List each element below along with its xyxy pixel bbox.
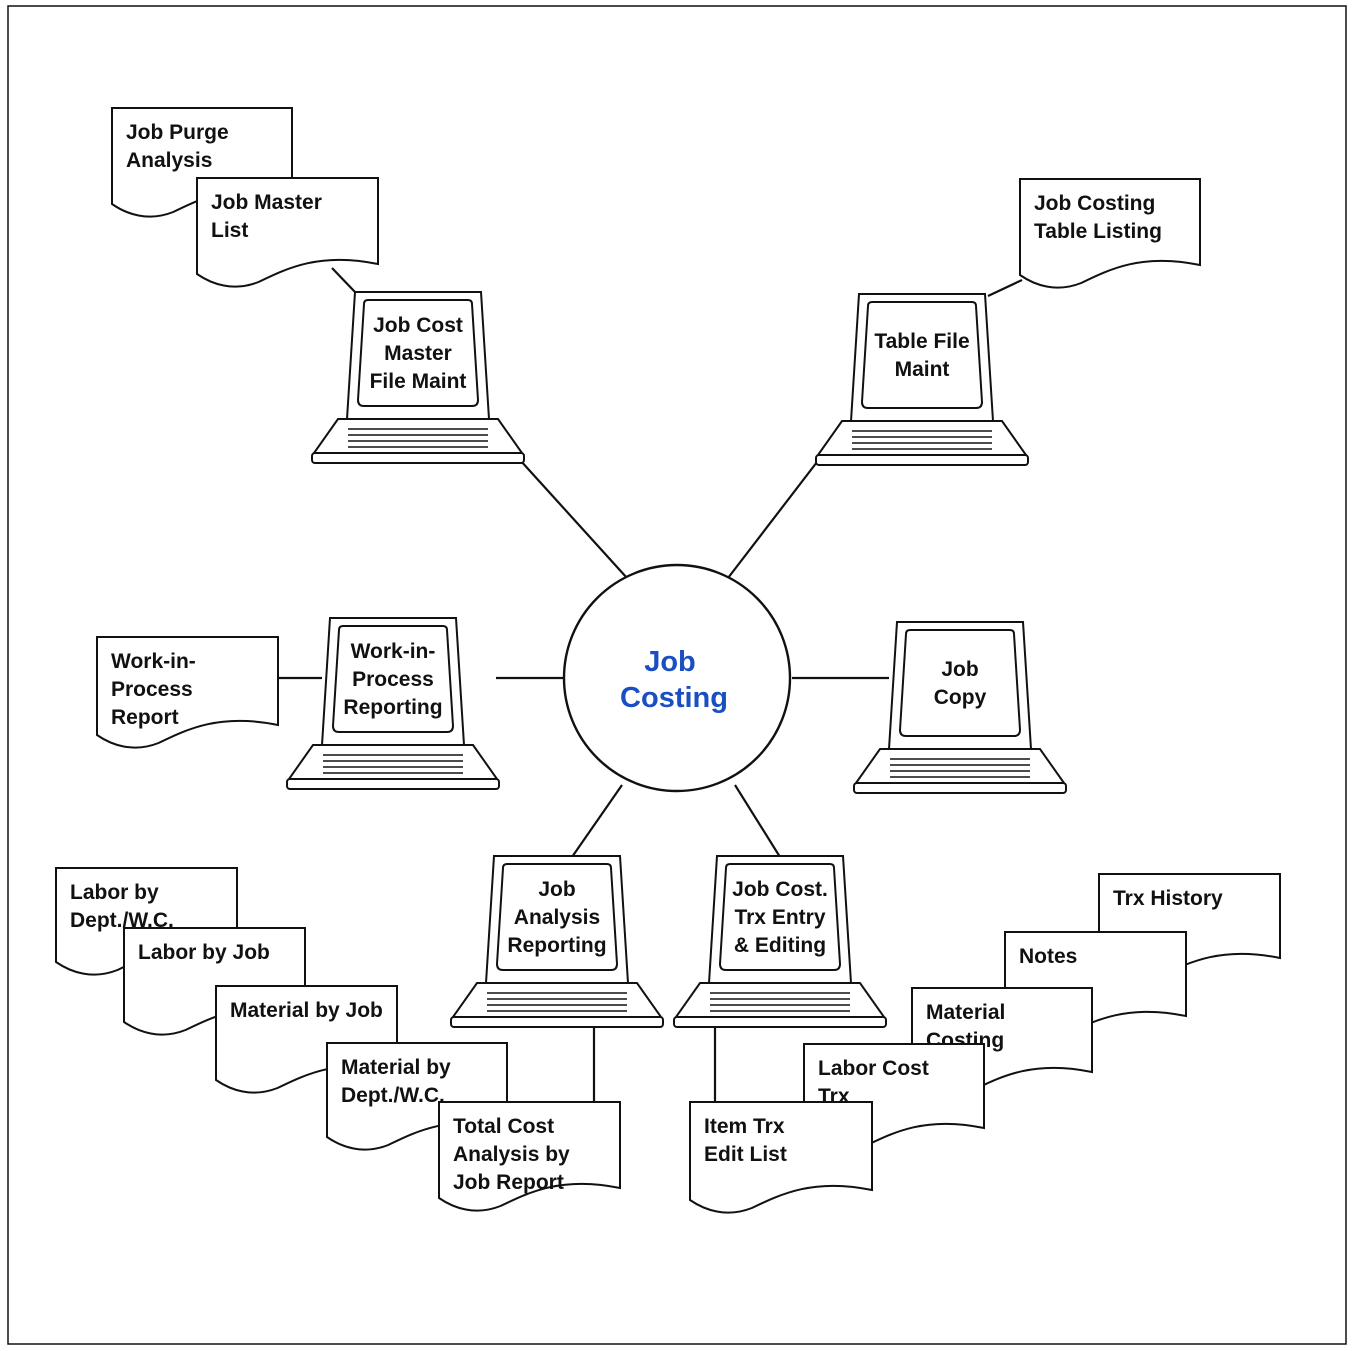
report-label: Labor by Job [138,941,270,964]
report-label: Material by Job [230,999,383,1022]
terminal-label: Job Cost.Trx Entry& Editing [732,878,828,957]
terminal-trx-entry: Job Cost.Trx Entry& Editing [673,855,887,1028]
hub-label: Job Costing [620,646,728,714]
report-labor-by-job: Labor by Job [123,927,306,1036]
report-label: Trx History [1113,887,1223,910]
page-frame [7,5,1347,1345]
job-costing-hub: Job Costing [562,563,792,793]
report-material-by-job: Material by Job [215,985,398,1094]
report-label: Notes [1019,945,1077,968]
connectors [278,267,1023,1102]
